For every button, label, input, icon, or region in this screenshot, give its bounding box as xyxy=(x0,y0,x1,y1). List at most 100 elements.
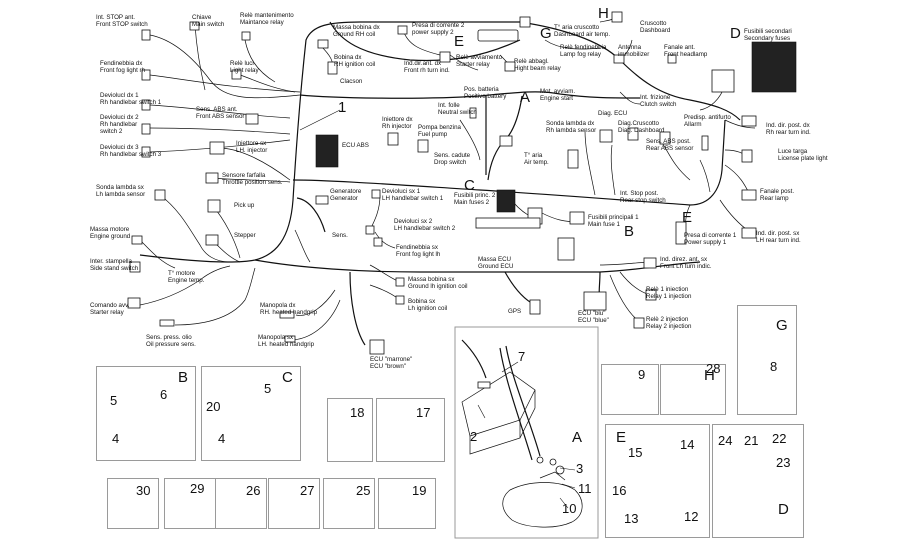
detail-box-17 xyxy=(376,398,445,462)
letter-b-box: B xyxy=(178,369,189,386)
detail-box-b xyxy=(96,366,196,461)
detail-box-19 xyxy=(378,478,436,529)
part-4-c: 4 xyxy=(218,431,226,446)
part-27: 27 xyxy=(300,483,315,498)
part-19: 19 xyxy=(412,483,427,498)
label-diag-ecu: Diag. ECU xyxy=(598,110,628,117)
detail-box-e xyxy=(605,424,710,538)
label-front-stop-switch: Int. STOP ant.Front STOP switch xyxy=(96,14,148,29)
part-10: 10 xyxy=(562,501,577,516)
letter-a-box: A xyxy=(572,429,583,446)
letter-d-box: D xyxy=(778,501,789,518)
part-28: 28 xyxy=(706,361,721,376)
letter-c-harness: C xyxy=(464,177,475,194)
part-26: 26 xyxy=(246,483,261,498)
part-17: 17 xyxy=(416,405,431,420)
letter-e-harness: E xyxy=(682,209,693,226)
detail-box-g xyxy=(737,305,797,415)
detail-box-9 xyxy=(601,364,659,415)
part-11: 11 xyxy=(578,481,592,496)
letter-e-box: E xyxy=(616,429,627,446)
detail-box-26 xyxy=(215,478,267,529)
detail-box-25 xyxy=(323,478,375,529)
label-hight-beam-relay: Relè abbagl.Hight beam relay xyxy=(514,58,561,73)
label-engine-start: Mot. avviam.Engine start xyxy=(540,88,576,103)
part-15: 15 xyxy=(628,445,643,460)
part-29: 29 xyxy=(190,481,205,496)
label-front-abs-sensor: Sens. ABS ant.Front ABS sensor xyxy=(196,106,245,121)
part-22: 22 xyxy=(772,431,787,446)
part-5-b: 5 xyxy=(110,393,118,408)
part-21: 21 xyxy=(744,433,759,448)
label-gps: GPS xyxy=(508,308,522,315)
part-7: 7 xyxy=(518,349,526,364)
label-rear-stop-switch: Int. Stop post.Rear stop switch xyxy=(620,190,666,205)
detail-box-d xyxy=(712,424,804,538)
part-18: 18 xyxy=(350,405,365,420)
label-ecu-blue: ECU "blu"ECU "blue" xyxy=(578,310,609,325)
part-12: 12 xyxy=(684,509,699,524)
part-24: 24 xyxy=(718,433,733,448)
detail-box-18 xyxy=(327,398,373,462)
letter-a-harness: A xyxy=(520,89,531,106)
part-20: 20 xyxy=(206,399,221,414)
letter-h-box: H xyxy=(704,367,715,384)
label-ecu-brown: ECU "marrone"ECU "brown" xyxy=(370,356,413,371)
callout-1: 1 xyxy=(338,99,347,116)
label-ecu-abs: ECU ABS xyxy=(342,142,369,149)
label-rear-abs-sensor: Sens. ABS post.Rear ABS sensor xyxy=(646,138,694,153)
label-rear-lamp: Fanale post.Rear lamp xyxy=(760,188,795,203)
part-23: 23 xyxy=(776,455,791,470)
letter-b-harness: B xyxy=(624,223,635,240)
letter-g-harness: G xyxy=(540,25,552,42)
part-4-b: 4 xyxy=(112,431,120,446)
letter-e-harness-top: E xyxy=(454,33,465,50)
letter-d-harness: D xyxy=(730,25,741,42)
part-25: 25 xyxy=(356,483,371,498)
part-5-c: 5 xyxy=(264,381,272,396)
label-clacson: Clacson xyxy=(340,78,363,85)
detail-box-29 xyxy=(164,478,216,529)
part-13: 13 xyxy=(624,511,639,526)
label-front-headlamp: Fanale ant.Front headlamp xyxy=(664,44,708,59)
part-16: 16 xyxy=(612,483,627,498)
label-pick-up: Pick up xyxy=(234,202,255,209)
